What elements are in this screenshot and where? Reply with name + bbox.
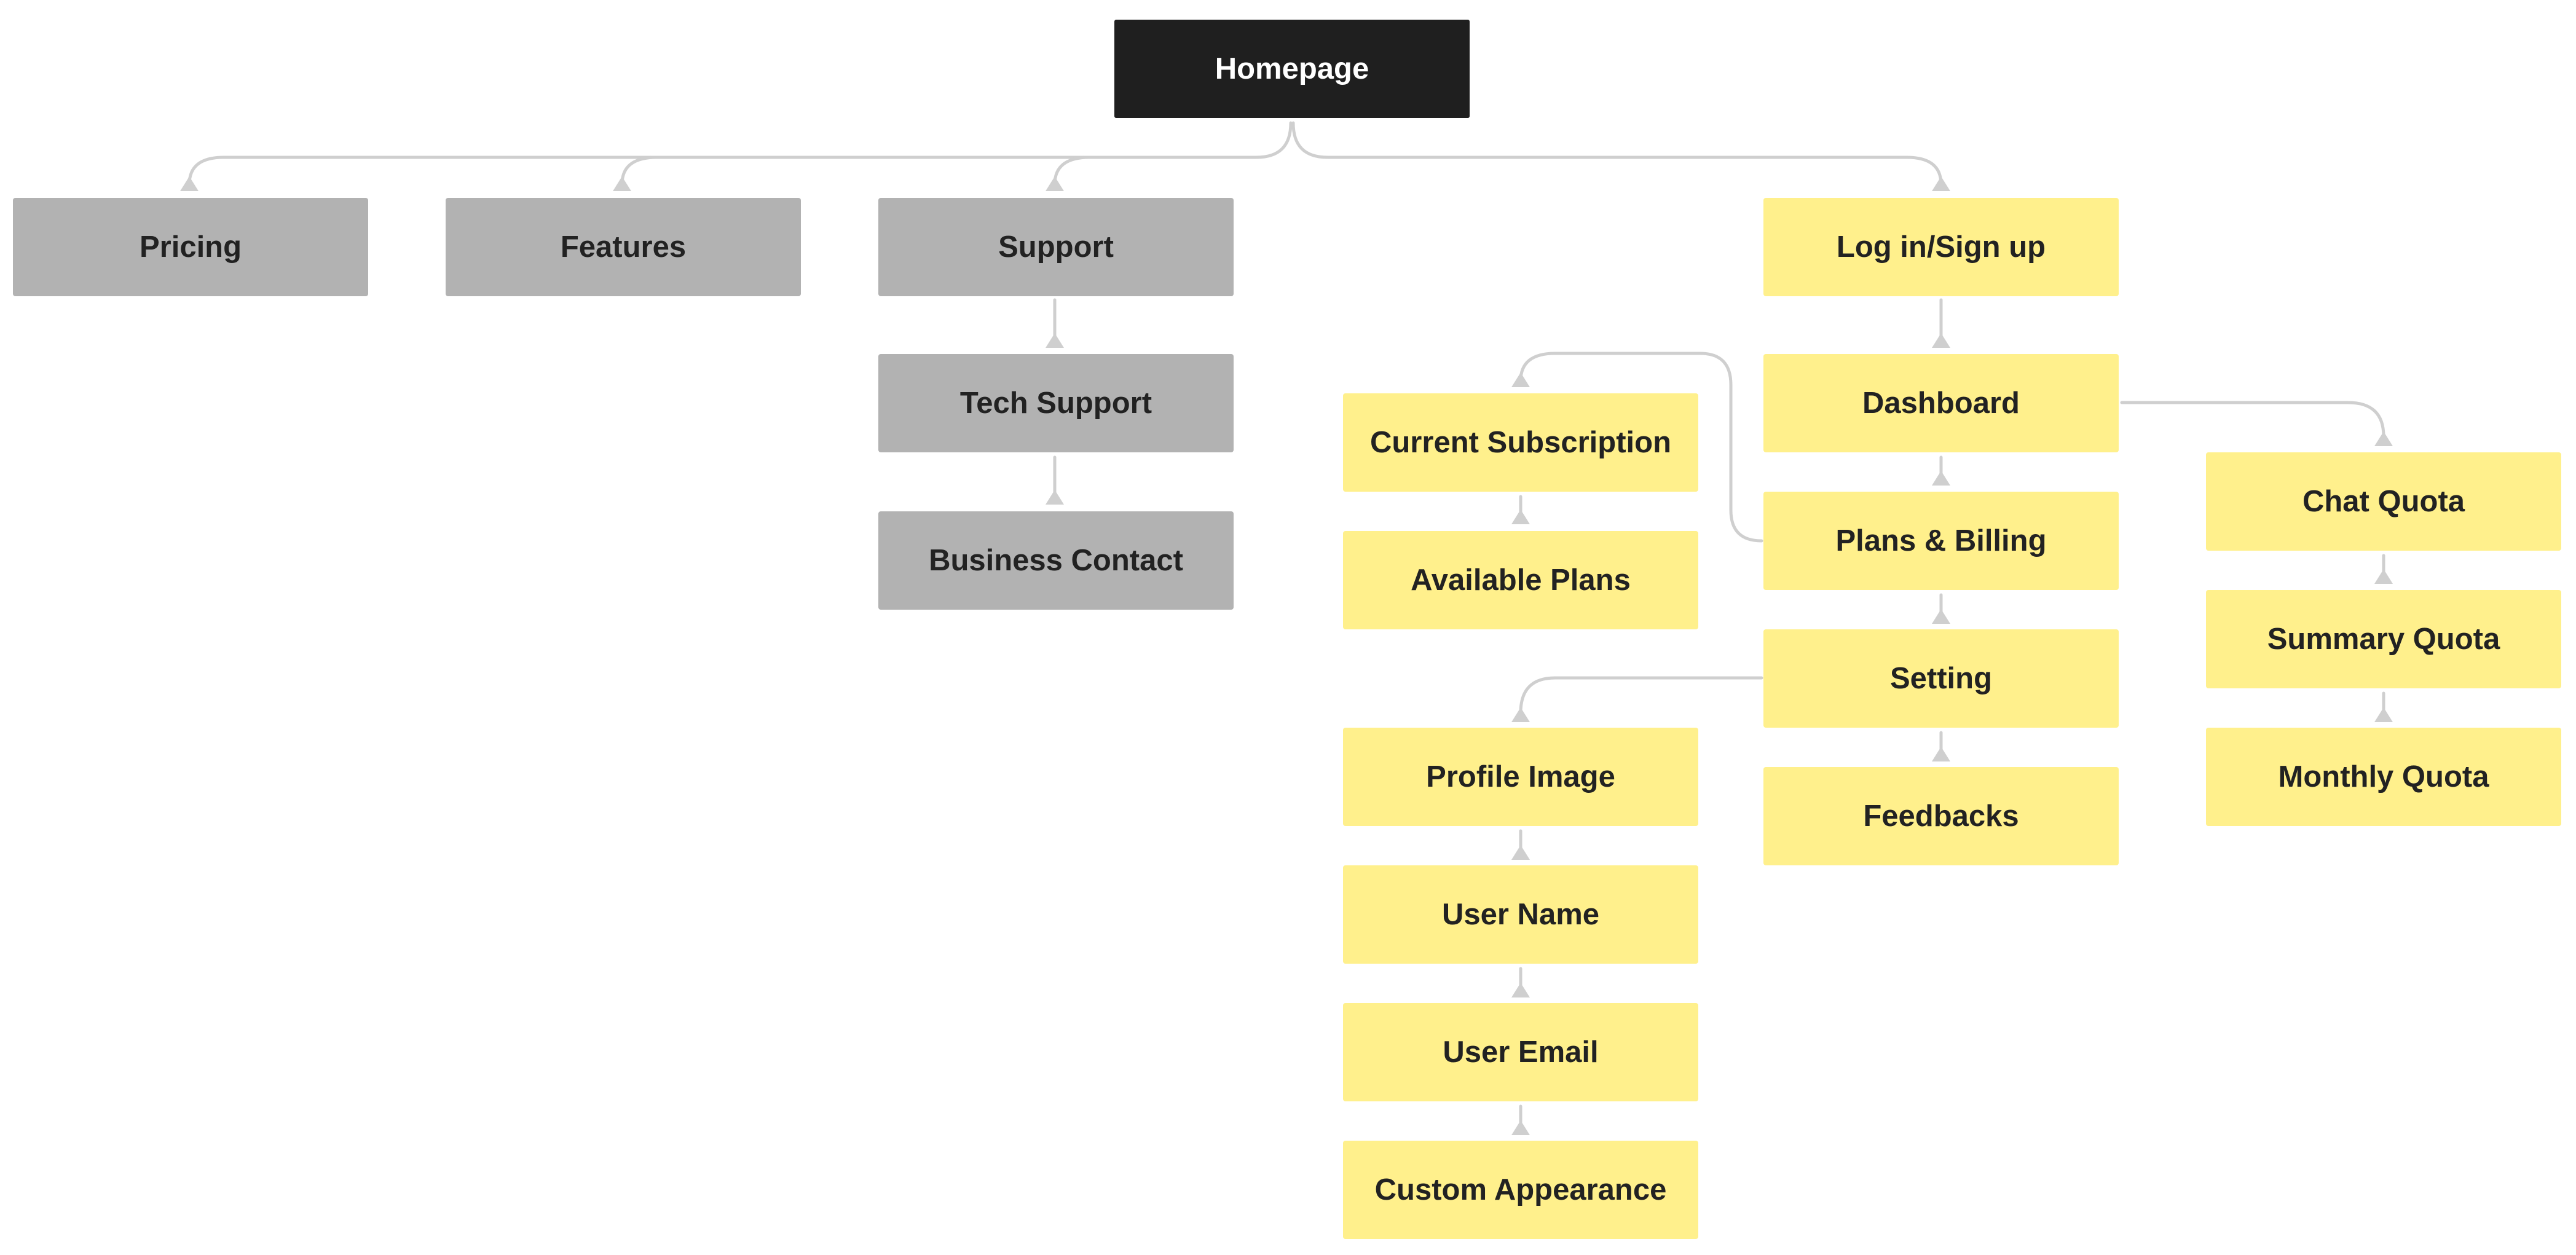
connector-homepage-login bbox=[1291, 121, 1943, 186]
arrowhead-features bbox=[613, 176, 631, 191]
node-tech-support-label: Tech Support bbox=[959, 387, 1152, 420]
arrowhead-user-name bbox=[1511, 845, 1530, 860]
node-custom-appearance-label: Custom Appearance bbox=[1374, 1173, 1667, 1206]
node-current-subscription-label: Current Subscription bbox=[1369, 426, 1672, 459]
connector-setting-profile-image bbox=[1519, 676, 1763, 715]
node-user-email[interactable]: User Email bbox=[1343, 1003, 1698, 1101]
node-user-name[interactable]: User Name bbox=[1343, 865, 1698, 964]
arrowhead-support bbox=[1046, 176, 1064, 191]
arrowhead-login bbox=[1932, 176, 1950, 191]
node-plans-billing-label: Plans & Billing bbox=[1835, 524, 2047, 557]
node-pricing-label: Pricing bbox=[139, 230, 242, 264]
node-business-contact-label: Business Contact bbox=[929, 544, 1183, 577]
arrowhead-current-subscription bbox=[1511, 372, 1530, 387]
arrowhead-available-plans bbox=[1511, 509, 1530, 524]
node-available-plans-label: Available Plans bbox=[1411, 564, 1631, 597]
arrowhead-tech-support bbox=[1046, 333, 1064, 348]
node-tech-support[interactable]: Tech Support bbox=[878, 354, 1234, 452]
node-support[interactable]: Support bbox=[878, 198, 1234, 296]
node-features-label: Features bbox=[560, 230, 687, 264]
node-summary-quota-label: Summary Quota bbox=[2267, 623, 2500, 656]
arrowhead-dashboard bbox=[1932, 333, 1950, 348]
node-chat-quota-label: Chat Quota bbox=[2302, 485, 2465, 518]
node-monthly-quota-label: Monthly Quota bbox=[2278, 760, 2489, 793]
node-support-label: Support bbox=[998, 230, 1114, 264]
connector-homepage-features bbox=[620, 155, 659, 186]
arrowhead-business-contact bbox=[1046, 490, 1064, 505]
arrowhead-plans-billing bbox=[1932, 471, 1950, 486]
node-user-name-label: User Name bbox=[1441, 898, 1600, 931]
arrowhead-setting bbox=[1932, 609, 1950, 624]
node-dashboard-label: Dashboard bbox=[1862, 387, 2020, 420]
node-monthly-quota[interactable]: Monthly Quota bbox=[2206, 728, 2561, 826]
node-login-signup[interactable]: Log in/Sign up bbox=[1763, 198, 2119, 296]
arrowhead-user-email bbox=[1511, 983, 1530, 997]
node-profile-image-label: Profile Image bbox=[1426, 760, 1615, 793]
node-setting[interactable]: Setting bbox=[1763, 629, 2119, 728]
connector-plans-current-subscription bbox=[1519, 352, 1763, 543]
node-pricing[interactable]: Pricing bbox=[13, 198, 368, 296]
node-feedbacks-label: Feedbacks bbox=[1863, 800, 2019, 833]
node-homepage-label: Homepage bbox=[1215, 52, 1369, 85]
arrowhead-profile-image bbox=[1511, 707, 1530, 722]
node-current-subscription[interactable]: Current Subscription bbox=[1343, 393, 1698, 492]
node-feedbacks[interactable]: Feedbacks bbox=[1763, 767, 2119, 865]
node-user-email-label: User Email bbox=[1443, 1036, 1599, 1069]
arrowhead-pricing bbox=[180, 176, 199, 191]
node-plans-billing[interactable]: Plans & Billing bbox=[1763, 492, 2119, 590]
arrowhead-chat-quota bbox=[2374, 431, 2393, 446]
node-login-signup-label: Log in/Sign up bbox=[1836, 230, 2046, 264]
node-business-contact[interactable]: Business Contact bbox=[878, 511, 1234, 610]
node-dashboard[interactable]: Dashboard bbox=[1763, 354, 2119, 452]
node-custom-appearance[interactable]: Custom Appearance bbox=[1343, 1141, 1698, 1239]
connector-homepage-pricing bbox=[187, 121, 1293, 186]
arrowhead-summary-quota bbox=[2374, 569, 2393, 584]
node-homepage[interactable]: Homepage bbox=[1114, 20, 1470, 118]
arrowhead-monthly-quota bbox=[2374, 707, 2393, 722]
node-chat-quota[interactable]: Chat Quota bbox=[2206, 452, 2561, 551]
node-features[interactable]: Features bbox=[446, 198, 801, 296]
connector-dashboard-chat-quota bbox=[2120, 401, 2385, 438]
node-available-plans[interactable]: Available Plans bbox=[1343, 531, 1698, 629]
node-profile-image[interactable]: Profile Image bbox=[1343, 728, 1698, 826]
arrowhead-custom-appearance bbox=[1511, 1120, 1530, 1135]
arrowhead-feedbacks bbox=[1932, 747, 1950, 761]
node-summary-quota[interactable]: Summary Quota bbox=[2206, 590, 2561, 688]
node-setting-label: Setting bbox=[1889, 662, 1993, 695]
connector-homepage-support bbox=[1053, 155, 1092, 186]
